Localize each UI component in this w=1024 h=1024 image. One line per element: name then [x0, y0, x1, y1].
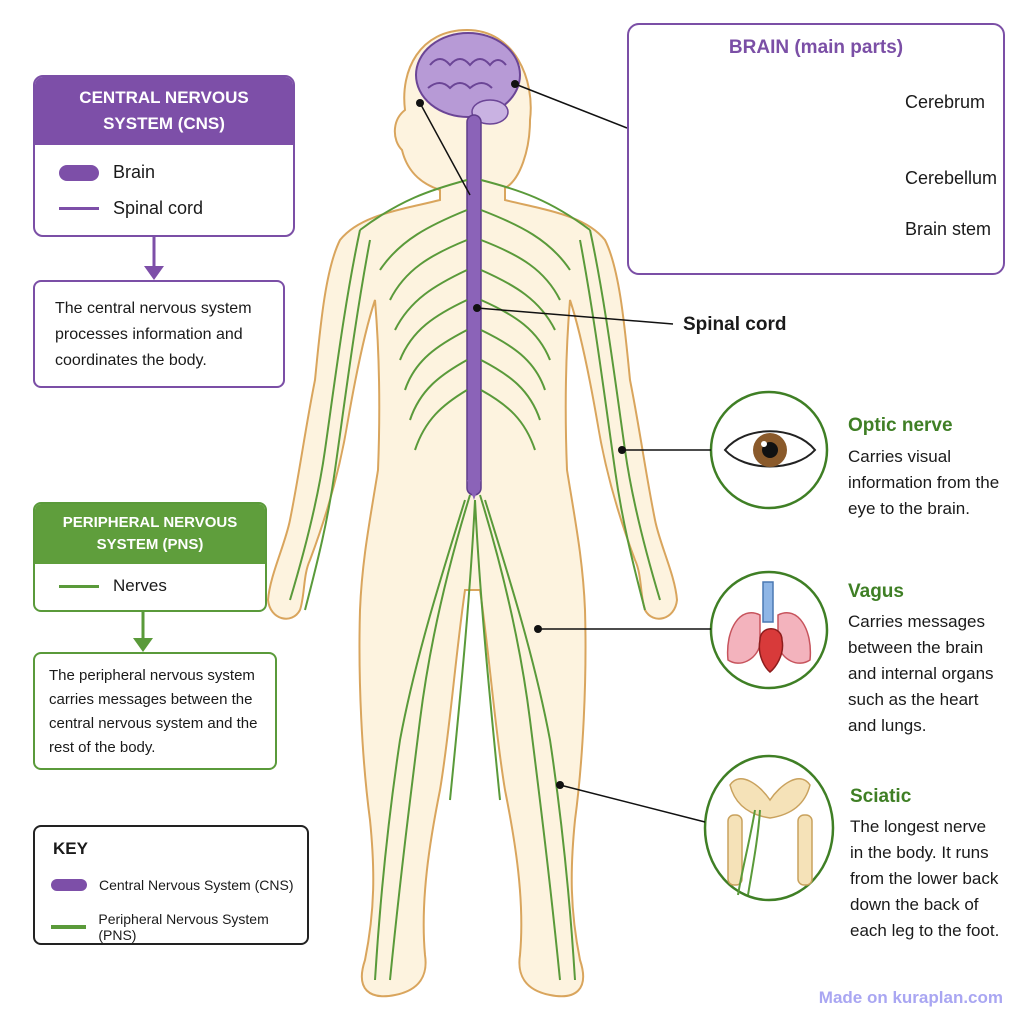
- spinal-cord: [466, 114, 482, 500]
- vagus-text: Carries messages between the brain and i…: [848, 612, 994, 735]
- optic-nerve-title: Optic nerve: [848, 415, 953, 436]
- legend-row-nerves: Nerves: [59, 576, 167, 596]
- key-cns-swatch: [51, 879, 87, 891]
- heart-lungs-graphic: [709, 570, 829, 690]
- key-row-pns: Peripheral Nervous System (PNS): [51, 911, 307, 943]
- brain-swatch: [59, 164, 99, 181]
- legend-spinal-label: Spinal cord: [113, 198, 204, 218]
- legend-row-brain: Brain: [59, 162, 155, 183]
- legend-brain-label: Brain: [113, 162, 156, 182]
- key-cns-label: Central Nervous System (CNS): [99, 877, 294, 893]
- key-title: KEY: [53, 839, 88, 858]
- cns-title: CENTRAL NERVOUS SYSTEM (CNS): [35, 77, 293, 145]
- brain-stem-label: Brain stem: [905, 219, 992, 239]
- pns-legend-box: PERIPHERAL NERVOUS SYSTEM (PNS) Nerves: [33, 502, 267, 612]
- key-row-cns: Central Nervous System (CNS): [51, 877, 294, 893]
- cerebellum-label: Cerebellum: [905, 168, 998, 188]
- pns-description: The peripheral nervous system carries me…: [33, 652, 277, 770]
- key-pns-swatch: [51, 925, 87, 929]
- pns-title: PERIPHERAL NERVOUS SYSTEM (PNS): [35, 504, 265, 564]
- legend-row-spinal: Spinal cord: [59, 198, 203, 219]
- cns-description: The central nervous system processes inf…: [33, 280, 285, 388]
- sciatic-title: Sciatic: [850, 786, 912, 807]
- pns-arrow: [133, 612, 153, 652]
- key-pns-label: Peripheral Nervous System (PNS): [98, 911, 269, 943]
- sciatic-text: The longest nerve in the body. It runs f…: [850, 817, 1000, 940]
- spinal-swatch: [59, 207, 99, 210]
- nerves-swatch: [59, 584, 99, 588]
- cns-legend-box: CENTRAL NERVOUS SYSTEM (CNS) Brain Spina…: [33, 75, 295, 237]
- sciatic-graphic: [703, 754, 835, 902]
- body-outline: [266, 28, 679, 998]
- optic-nerve-text: Carries visual information from the eye …: [848, 447, 1000, 518]
- cerebrum-label: Cerebrum: [905, 92, 986, 112]
- key-box: KEY Central Nervous System (CNS) Periphe…: [33, 825, 309, 945]
- peripheral-nerves: [289, 179, 661, 981]
- head-brain: [415, 32, 521, 125]
- watermark: Made on kuraplan.com: [818, 988, 1003, 1007]
- brain-panel-title: BRAIN (main parts): [728, 37, 904, 58]
- cns-arrow: [144, 237, 164, 280]
- vagus-title: Vagus: [848, 581, 904, 602]
- eye-graphic: [709, 390, 829, 510]
- spinal-cord-label: Spinal cord: [683, 314, 787, 335]
- legend-nerves-label: Nerves: [113, 576, 167, 595]
- brain-parts-panel: BRAIN (main parts) Cerebrum Cerebellum B…: [627, 23, 1005, 275]
